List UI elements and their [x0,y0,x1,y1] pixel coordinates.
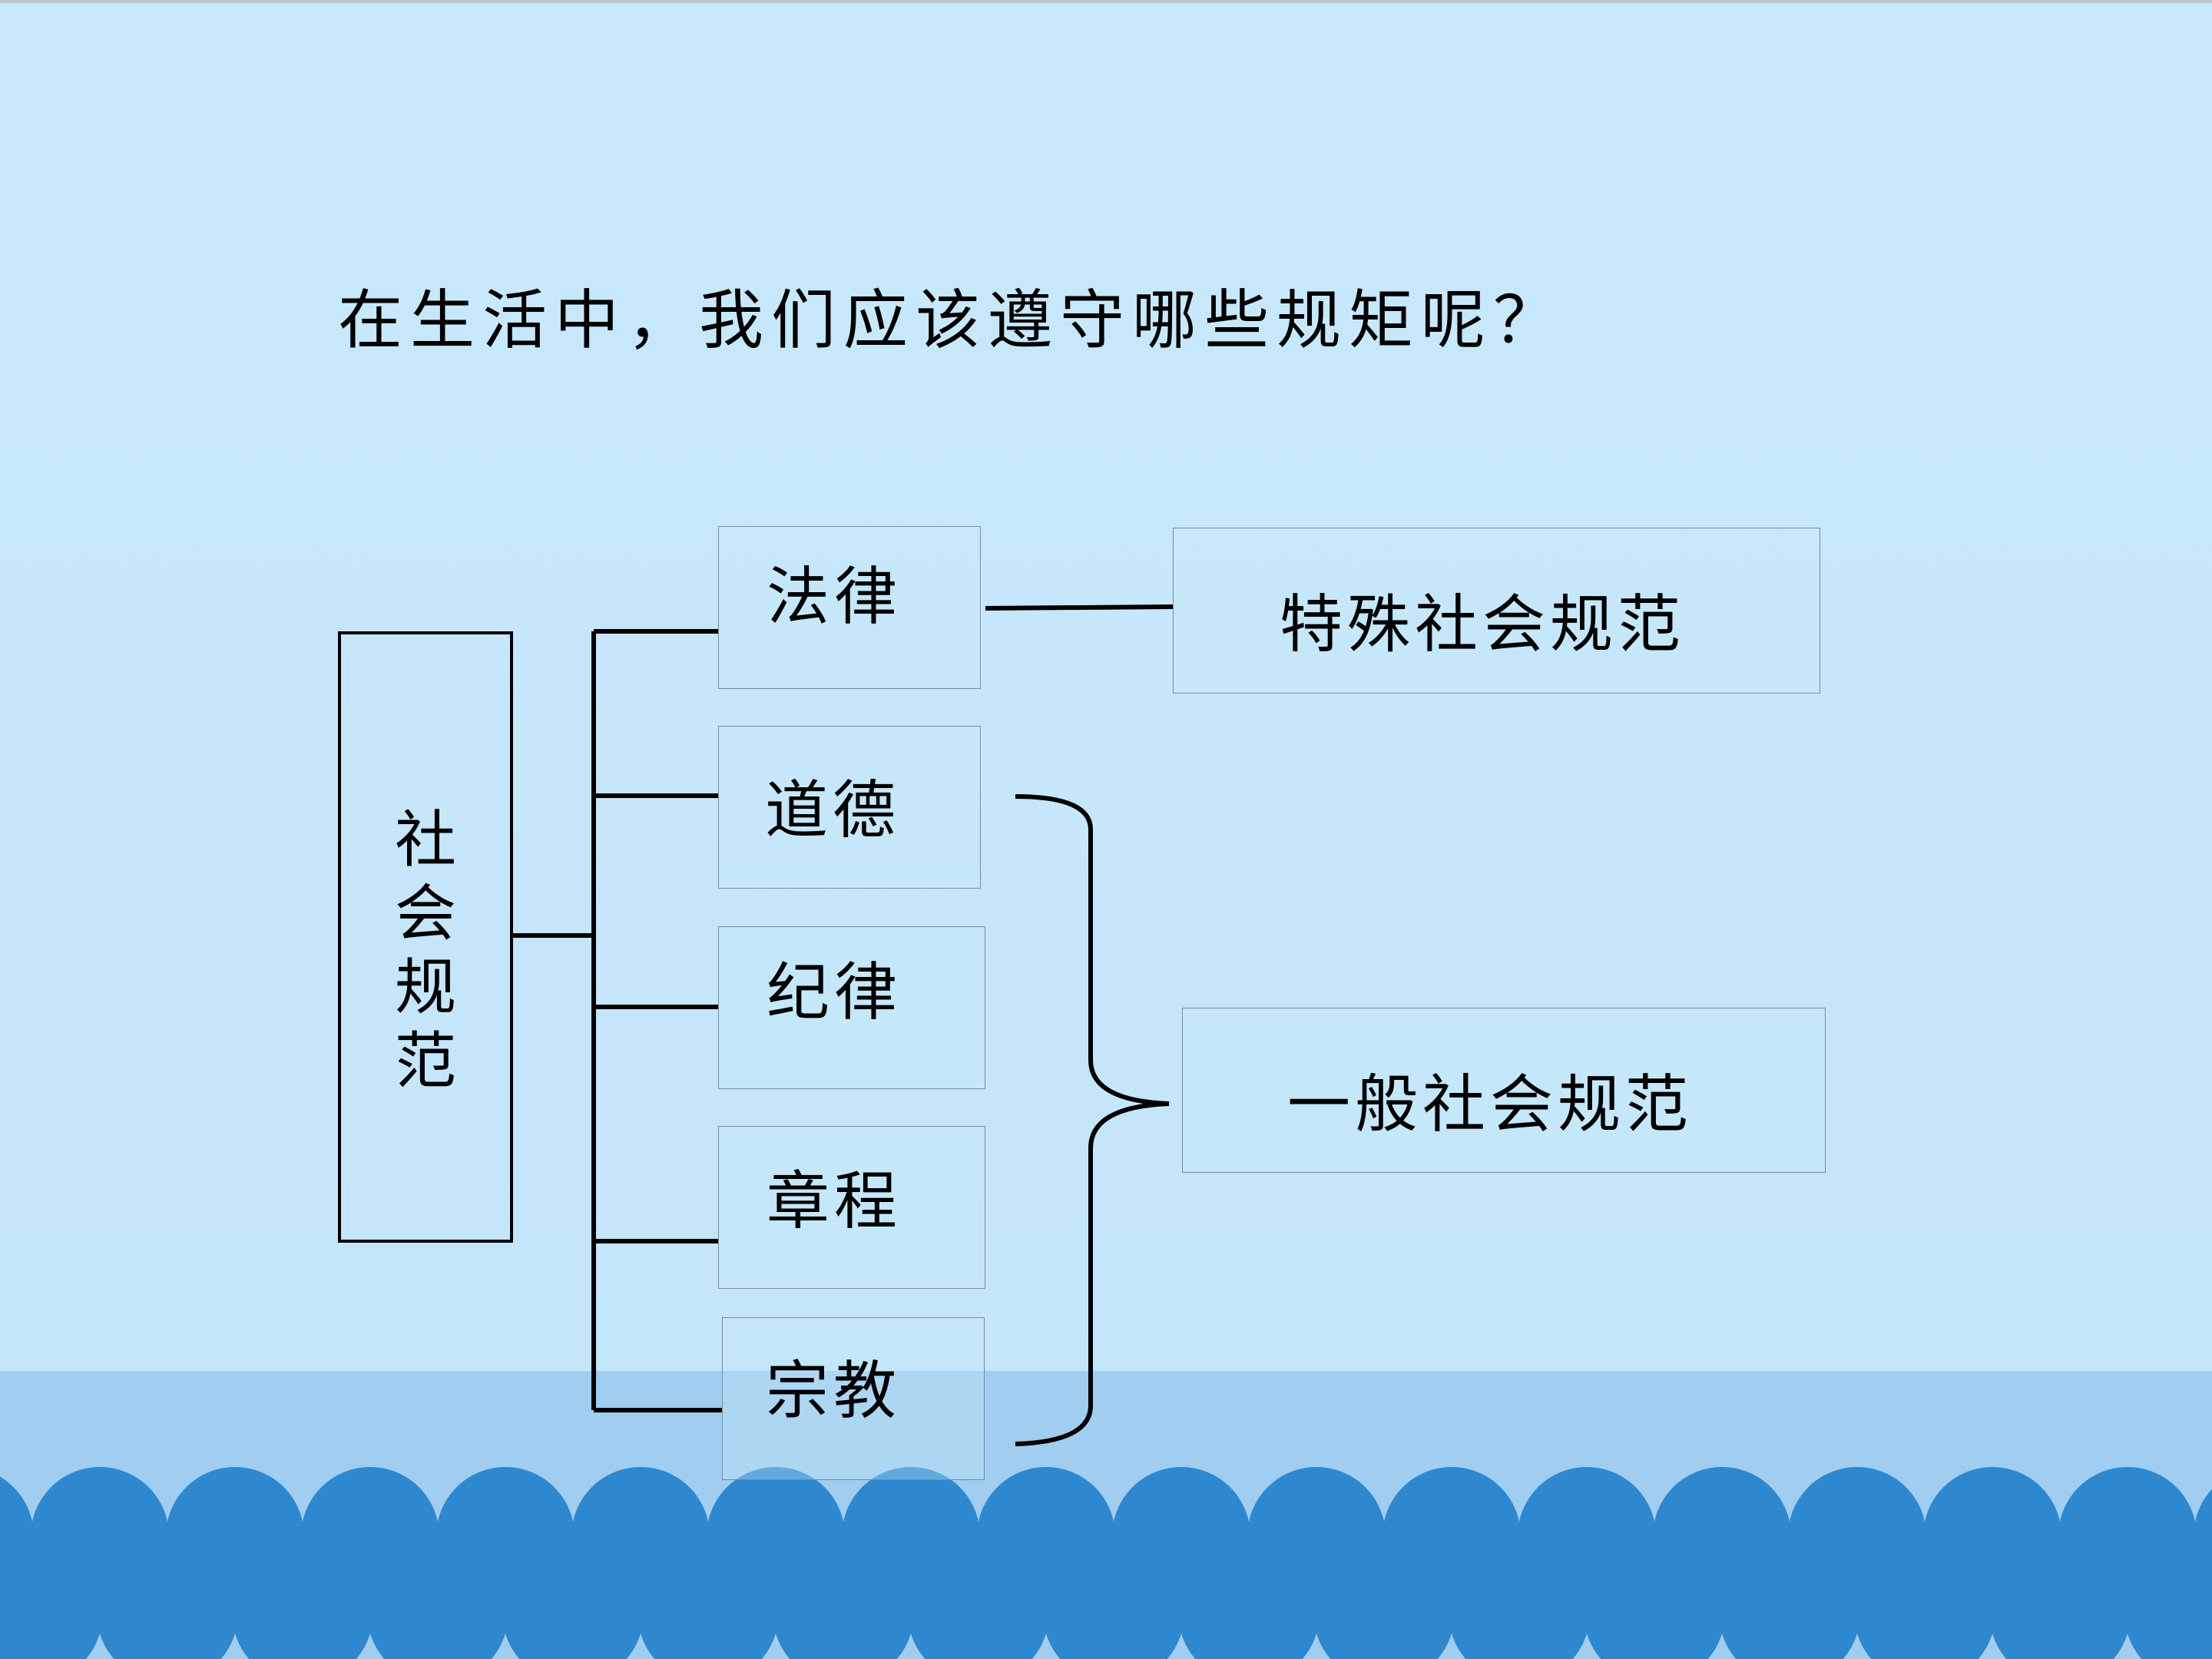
group-box-general: 一般社会规范 [1182,1008,1826,1173]
category-box-morality: 道德 [718,726,981,889]
wave-scallop [637,1542,779,1659]
category-label: 章程 [767,1165,902,1238]
wave-scallop [908,1542,1049,1659]
group-label: 特殊社会规范 [1280,588,1686,661]
wave-scallop [97,1542,238,1659]
wave-scallop [1313,1542,1455,1659]
slide-top-border [0,0,2212,3]
wave-scallop [0,1542,103,1659]
law-to-special-connector [985,604,1174,611]
wave-scallop [1854,1542,1995,1659]
category-box-law: 法律 [718,526,981,689]
wave-scallop [1989,1542,2131,1659]
wave-scallop [367,1542,508,1659]
wave-scallop [1178,1542,1320,1659]
category-box-discipline: 纪律 [718,926,985,1089]
category-label: 道德 [765,774,901,847]
wave-decoration [0,1467,2212,1659]
wave-scallop [2124,1542,2212,1659]
group-label: 一般社会规范 [1287,1068,1694,1141]
wave-scallop [773,1542,914,1659]
root-box: 社会规范 [338,631,513,1243]
question-title: 在生活中，我们应该遵守哪些规矩呢？ [338,283,1566,358]
wave-scallop [232,1542,373,1659]
wave-scallop [1719,1542,1860,1659]
wave-scallop [1584,1542,1725,1659]
category-box-charter: 章程 [718,1126,985,1289]
general-brace [1015,794,1170,1446]
category-label: 宗教 [766,1355,902,1428]
group-box-special: 特殊社会规范 [1173,528,1820,694]
wave-scallop [1449,1542,1590,1659]
root-label: 社会规范 [395,804,456,1097]
category-label: 法律 [767,561,902,634]
category-label: 纪律 [767,956,902,1029]
category-box-religion: 宗教 [722,1317,985,1480]
wave-scallop [502,1542,644,1659]
wave-scallop [1043,1542,1184,1659]
